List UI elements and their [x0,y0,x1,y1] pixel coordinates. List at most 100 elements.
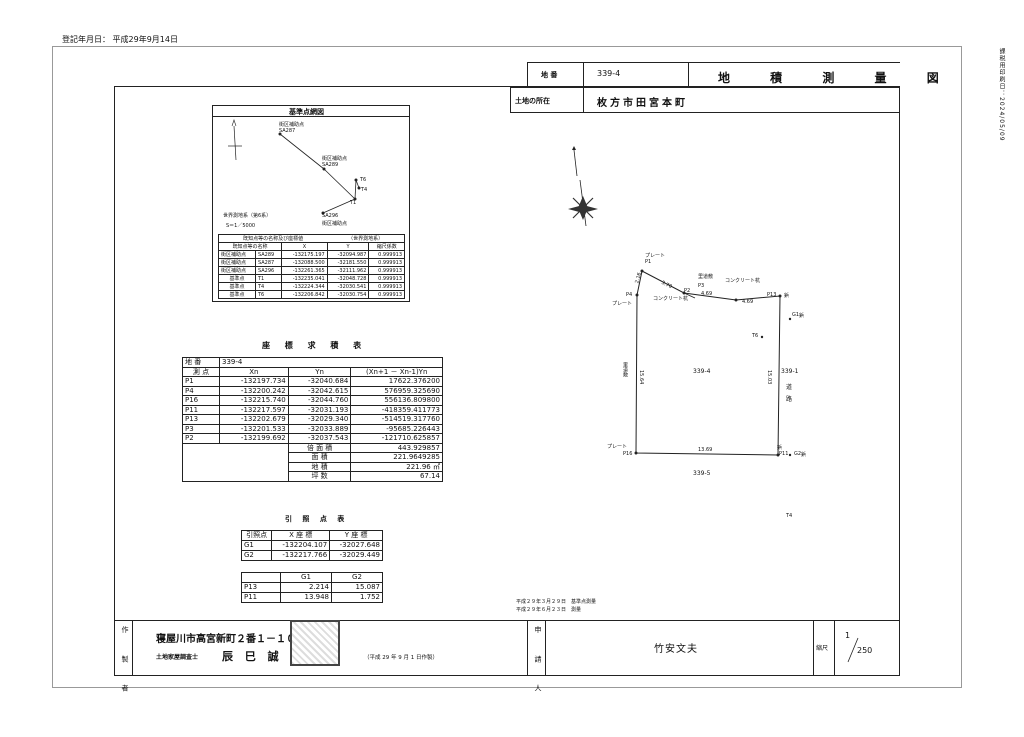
cell: -32040.684 [287,376,352,387]
cell: -32042.615 [287,385,352,396]
cell: -132197.734 [219,376,289,387]
parcel-plot-svg [634,269,792,457]
cell: SA289 [254,250,283,259]
ref-point-name: SA296 [322,213,339,219]
cell: 2.214 [280,582,332,593]
known-points-note: （世界測地系） [348,236,384,242]
north-arrow-icon [228,119,242,161]
ref-point-name: SA289 [322,162,339,168]
table-row: P2-132199.692-32037.543-121710.625857 [182,433,443,444]
cell: -132175.197 [281,250,328,259]
cell: -132224.344 [281,282,328,291]
plot-label: T4 [786,513,793,519]
known-points-title: 既知点等の名称及び座標値 [243,236,304,242]
cell: 556136.809800 [350,395,443,406]
summary-label: 坪 数 [287,471,352,482]
official-seal [290,620,340,666]
table-row: G1-132204.107-32027.648 [240,540,383,551]
cell: P13 [241,582,281,593]
known-points-table-wrap: 既知点等の名称及び座標値（世界測地系） 既知点等の名称 X Y 縮尺係数 街区補… [217,234,406,299]
cell: -132202.679 [219,414,289,425]
cell: 基準点 [218,290,256,299]
compass-icon [568,146,598,227]
cell: P4 [182,385,220,396]
maker-label: 作 製 者 [121,626,129,702]
scale-denominator: 250 [857,646,873,655]
cell: 街区補助点 [218,250,256,259]
cell: 0.999913 [368,290,405,299]
witness-table-title: 引 照 点 表 [285,515,349,523]
lot-label: 地 番 [182,357,220,368]
cell: -132217.597 [219,404,289,415]
cell: -32029.340 [287,414,352,425]
summary-label: 地 積 [287,461,352,472]
cell: T6 [254,290,283,299]
neighbor-parcel: 339-1 [781,368,799,375]
cell: -32027.648 [329,540,383,551]
summary-value: 221.96 [406,462,431,471]
location-value: 枚方市田宮本町 [597,98,688,109]
distance-label: 13.69 [698,447,713,453]
ref-point-label: 街区補助点 [322,221,348,227]
applicant-label: 申 請 人 [534,626,542,702]
print-date: 課税用印刷日：2024/05/09 [998,48,1005,142]
col-header: X 座 標 [271,530,331,541]
cell: -418359.411773 [350,404,443,415]
cell: P2 [182,433,220,444]
plot-label: プレート [607,444,628,450]
reference-map-box [212,105,410,302]
ref-point-label: 街区補助点 [279,122,305,128]
witness-table: 引照点 X 座 標 Y 座 標 G1-132204.107-32027.648 … [240,530,383,561]
cell: P1 [182,376,220,387]
cell: 0.999913 [368,266,405,275]
lot-label: 地 番 [541,71,558,79]
plot-label: 里道敷 [698,274,714,280]
survey-note: 平成２９年６月２３日 測量 [516,607,582,613]
cell: T4 [254,282,283,291]
surveyor-name: 辰 巳 誠 二 [222,650,306,663]
cell: -132201.533 [219,423,289,434]
plot-label: G2 [794,451,802,457]
lot-value: 339-4 [219,357,443,368]
footer-block [114,620,900,676]
ref-point-name: T1 [350,200,357,206]
table-row: P13-132202.679-32029.340-514519.317760 [182,414,443,425]
cell: -132199.692 [219,433,289,444]
maker-profession: 土地家屋調査士 [156,654,199,661]
cell: -95685.226443 [350,423,443,434]
cell: 13.948 [280,592,332,603]
maker-date: （平成 29 年 9 月 1 日作製） [364,655,438,661]
cell: 0.999913 [368,250,405,259]
summary-label: 倍 面 積 [287,442,352,453]
road-label: 路 [786,396,793,403]
registration-date: 登記年月日： 平成29年9月14日 [62,35,178,44]
cell: -121710.625857 [350,433,443,444]
plot-label: P13 [767,292,777,298]
summary-value: 221.9649285 [350,452,443,463]
page-title: 地 積 測 量 図 [718,71,957,85]
reference-network-svg [228,119,361,215]
col-header: 縮尺係数 [368,242,405,251]
plot-label: P11 [779,451,789,457]
distance-label: 4.69 [701,291,713,297]
ref-point-name: T6 [360,177,367,183]
cell: -32029.449 [329,550,383,561]
cell: -32030.754 [326,290,370,299]
cell: G2 [240,550,273,561]
cell: -32031.193 [287,404,352,415]
col-header: Yn [287,366,352,377]
plot-label: 里道敷 [622,362,628,377]
col-header: 測 点 [182,366,220,377]
maker-address: 寝屋川市高宮新町２番１－１０３号 [156,634,316,645]
cell: 0.999913 [368,258,405,267]
cell: 基準点 [218,274,256,283]
plot-label: P4 [626,292,633,298]
table-row: P3-132201.533-32033.889-95685.226443 [182,423,443,434]
